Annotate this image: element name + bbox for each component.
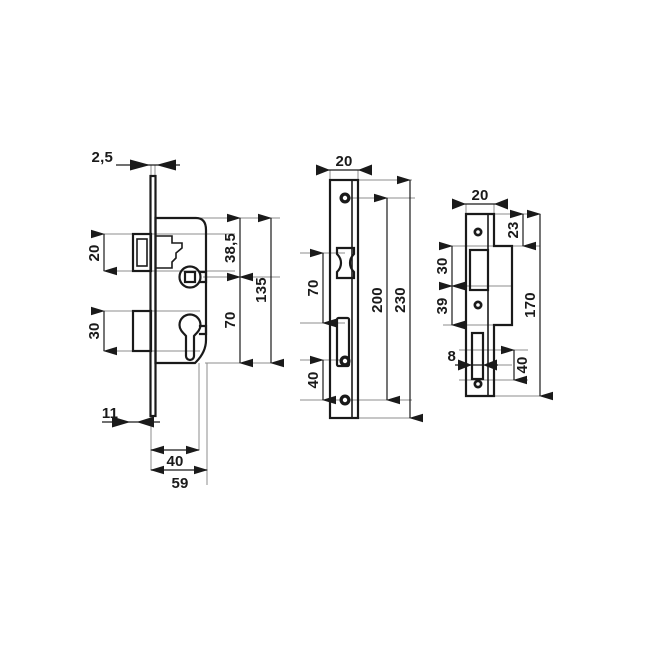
lock-case-body [154, 216, 208, 365]
strike-deadbolt-slot [470, 331, 485, 381]
dim-label-2-5: 2,5 [92, 149, 113, 166]
dim-label-left-40: 40 [166, 453, 183, 470]
latch-bolt [131, 232, 153, 273]
dim-label-right-20: 20 [471, 187, 488, 204]
dim-left-70: 70 [222, 272, 254, 368]
dim-2-5: 2,5 [92, 149, 180, 171]
dim-label-left-30: 30 [86, 322, 103, 339]
dim-label-mid-70: 70 [305, 279, 322, 296]
strike-plate-outline [464, 212, 514, 398]
strike-latch-opening [468, 248, 490, 292]
dim-right-40: 40 [500, 345, 531, 385]
case-notch-upper [199, 270, 208, 284]
dim-label-135: 135 [253, 277, 270, 303]
dim-label-59: 59 [171, 475, 188, 492]
dim-mid-70: 70 [305, 248, 337, 328]
dim-59: 59 [149, 465, 209, 492]
dead-bolt [131, 309, 153, 353]
dim-230: 230 [392, 175, 424, 423]
right-strike-plate-view: 20 23 30 39 8 [434, 187, 554, 401]
strike-screw-mid [473, 300, 483, 310]
dim-label-8: 8 [447, 348, 456, 365]
dim-label-right-30: 30 [434, 257, 451, 274]
dim-label-170: 170 [522, 292, 539, 318]
dim-label-39: 39 [434, 297, 451, 314]
faceplate-screw-mid [339, 355, 351, 367]
left-side-section-view: 2,5 20 30 38,5 70 [86, 149, 285, 492]
case-notch-lower [198, 324, 208, 336]
dim-label-mid-20: 20 [335, 153, 352, 170]
dim-8: 8 [447, 348, 498, 371]
dim-mid-20: 20 [316, 153, 372, 176]
faceplate-plate [328, 178, 360, 420]
dim-23: 23 [505, 209, 537, 251]
faceplate-screw-top [339, 192, 351, 204]
euro-cylinder-hole [178, 313, 202, 362]
faceplate-screw-bottom [339, 394, 351, 406]
left-extension-lines [102, 165, 280, 485]
strike-screw-top [473, 227, 483, 237]
strike-screw-bottom [473, 379, 483, 389]
dim-38-5: 38,5 [222, 213, 254, 282]
dim-label-23: 23 [505, 221, 522, 238]
dim-right-20: 20 [452, 187, 508, 210]
dim-11: 11 [102, 405, 160, 428]
dim-label-230: 230 [392, 287, 409, 313]
dim-label-left-70: 70 [222, 311, 239, 328]
dim-right-30: 30 [434, 241, 466, 291]
dim-label-200: 200 [369, 287, 386, 313]
dim-39: 39 [434, 281, 466, 330]
dim-200: 200 [369, 193, 401, 405]
dim-135: 135 [253, 213, 285, 368]
latch-opening [335, 246, 356, 280]
dim-mid-40: 40 [305, 355, 337, 405]
dim-label-left-20: 20 [86, 244, 103, 261]
dim-170: 170 [522, 209, 554, 401]
dim-label-38-5: 38,5 [222, 233, 239, 263]
dim-label-mid-40: 40 [305, 371, 322, 388]
spindle-hole [178, 265, 202, 289]
dim-label-11: 11 [102, 405, 118, 422]
latch-tail [155, 235, 183, 269]
dim-left-20: 20 [86, 229, 118, 276]
dim-label-right-40: 40 [514, 356, 531, 373]
middle-faceplate-view: 20 70 40 200 230 [300, 153, 424, 423]
dim-left-30: 30 [86, 306, 118, 356]
dim-left-40: 40 [149, 445, 201, 470]
